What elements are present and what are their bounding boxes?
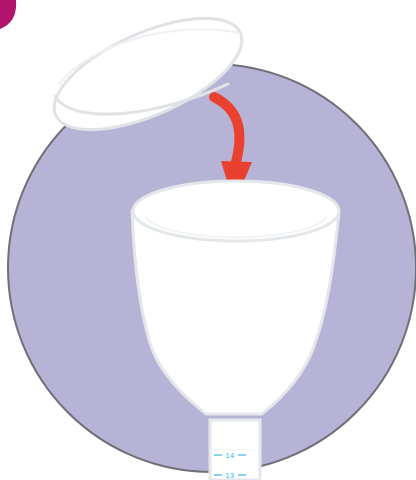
corner-accent-shape: [0, 0, 16, 29]
scale-label-upper: 14: [226, 452, 235, 460]
measurement-tube: 14 13: [210, 420, 260, 480]
scale-label-lower: 13: [226, 472, 235, 480]
